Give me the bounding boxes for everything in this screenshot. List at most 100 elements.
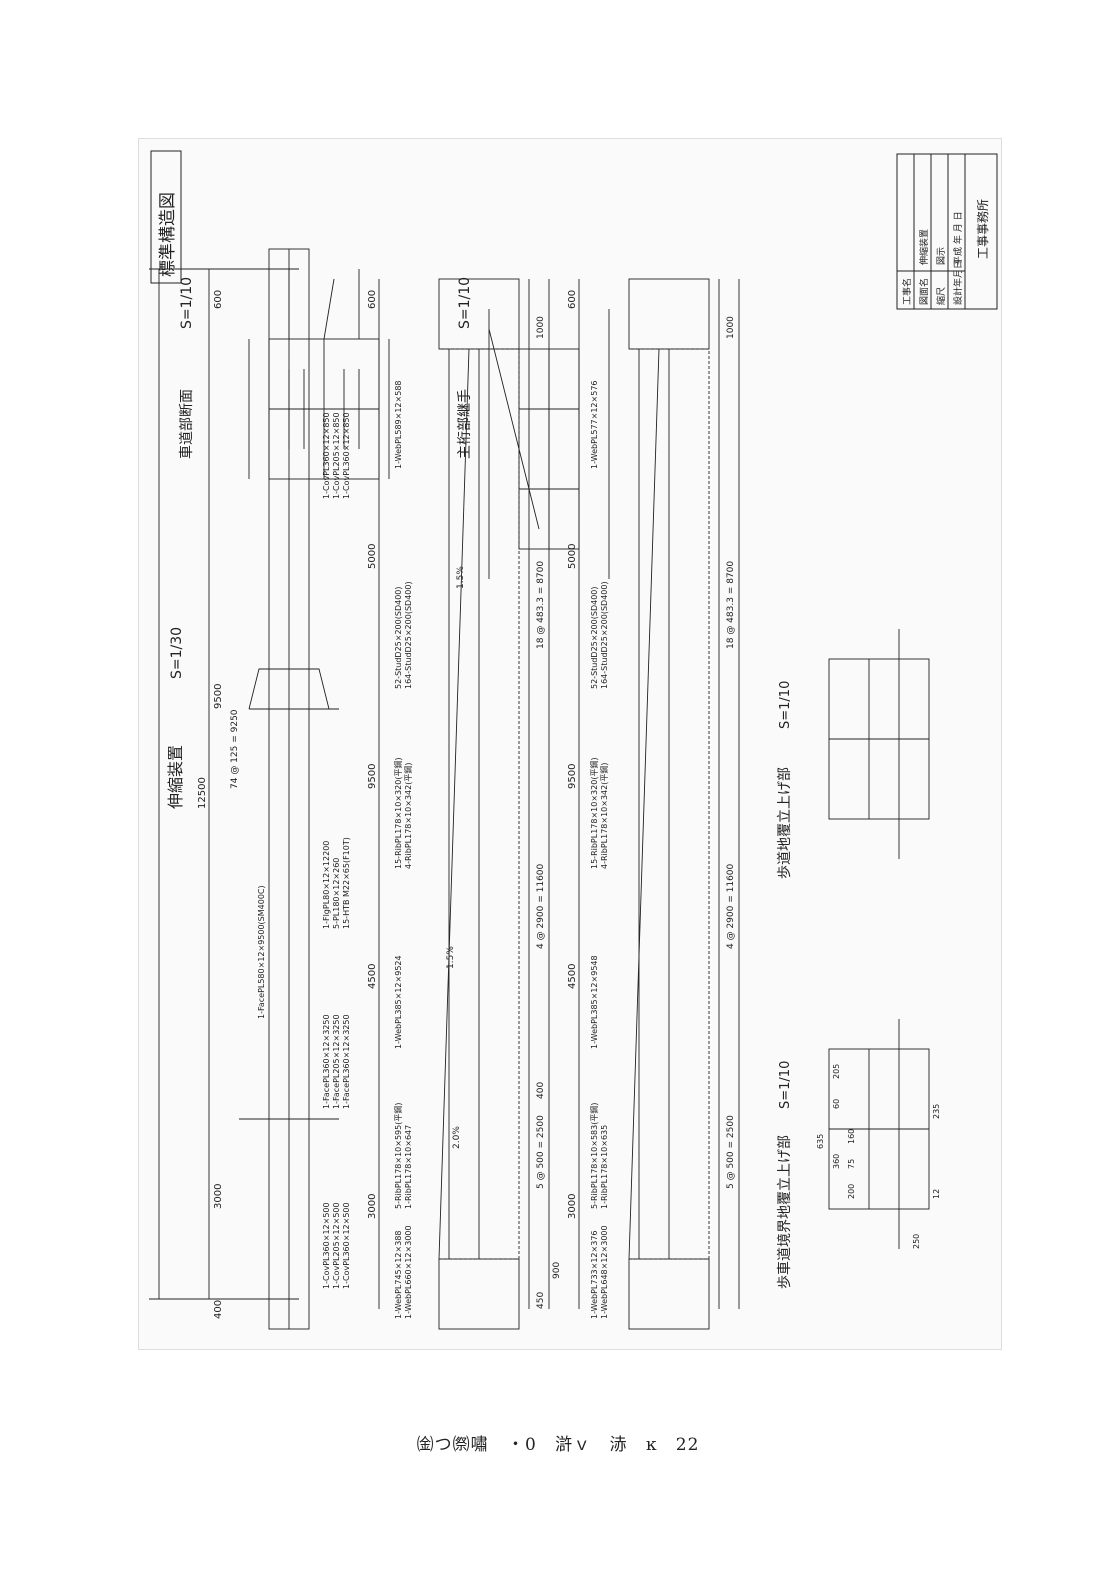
plan-pitch-dim: 74 @ 125 = 9250: [230, 709, 240, 789]
detail-dim-e: 205: [832, 1064, 841, 1079]
flg-note-2: 5-PL180×12×260: [332, 858, 341, 929]
elev1-note-7: 4-RibPL178×10×342(平鋼): [403, 763, 413, 869]
cov-right-1: 1-CovPL360×12×850: [322, 412, 331, 499]
plan-total-dim: 12500: [197, 777, 208, 809]
elev2-note-10: 1-WebPL577×12×576: [590, 381, 599, 470]
elev1-slope-3: 1.5%: [456, 566, 466, 589]
elevation-1: [378, 278, 550, 1330]
sidewalk-detail-drawing: [828, 629, 930, 859]
face-left-2: 1-FacePL205×12×3250: [332, 1014, 341, 1109]
title-block-row-4: 設計年月日: [952, 260, 964, 305]
elev2-dim-b: 9500: [567, 764, 578, 789]
cov-left-3: 1-CovPL360×12×500: [342, 1202, 351, 1289]
face-left-1: 1-FacePL360×12×3250: [322, 1014, 331, 1109]
sidewalk-title: 歩道地覆立上げ部: [777, 767, 793, 879]
title-block-value-3: 平成 年 月 日: [952, 211, 964, 265]
elev1-dim-a: 4500: [367, 964, 378, 989]
elev1-bottom-a: 5 @ 500 = 2500: [536, 1115, 546, 1189]
expansion-scale: S=1/30: [169, 627, 185, 679]
boundary-detail-drawing: [828, 1019, 930, 1249]
girder-joint-title: 主桁部継手: [457, 389, 473, 459]
detail-dim-j: 250: [912, 1234, 921, 1249]
page-number: 22: [675, 1435, 700, 1455]
elev2-bottom-b: 4 @ 2900 = 11600: [726, 863, 736, 949]
elev2-note-4: 1-RibPL178×10×635: [600, 1125, 609, 1209]
elev2-dim-a: 4500: [567, 964, 578, 989]
elev1-note-8: 52-StudD25×200(SD400): [394, 587, 403, 690]
cov-right-2: 1-CovPL205×12×850: [332, 412, 341, 499]
plan-left-dim: 3000: [213, 1184, 224, 1209]
elev1-bottom-e: 400: [536, 1082, 546, 1099]
elev1-bottom-c: 18 @ 483.3 = 8700: [536, 561, 546, 649]
drawing-svg: 標準構造図 車道部断面 S=1/10 主桁部継手 S=1/10 伸縮装置 S=1…: [149, 150, 998, 1330]
cov-right-3: 1-CovPL360×12×850: [342, 412, 351, 499]
detail-dim-c: 200: [847, 1184, 856, 1199]
elev1-bottom-g: 900: [552, 1262, 562, 1279]
elev1-note-2: 1-WebPL660×12×3000: [404, 1225, 413, 1319]
cov-left-2: 1-CovPL205×12×500: [332, 1202, 341, 1289]
elev1-slope-2: 1.5%: [446, 946, 456, 969]
elev1-dim-b: 9500: [367, 764, 378, 789]
elev2-note-8: 52-StudD25×200(SD400): [590, 587, 599, 690]
elev2-top-left-dim: 3000: [567, 1194, 578, 1219]
sidewalk-scale: S=1/10: [778, 681, 793, 729]
elevation-2: [578, 278, 740, 1330]
plan-right-dim: 600: [213, 290, 224, 309]
elev1-note-6: 15-RibPL178×10×320(平鋼): [393, 757, 403, 869]
title-stamp-box: [150, 150, 182, 284]
plan-left-end-dim: 400: [213, 1300, 224, 1319]
detail-dim-f: 75: [847, 1159, 856, 1169]
elev2-note-9: 164-StudD25×200(SD400): [600, 581, 609, 689]
flg-note-3: 15-HTB M22×65(F10T): [342, 837, 351, 929]
elev2-bottom-d: 1000: [726, 316, 736, 339]
detail-dim-d: 60: [832, 1099, 841, 1109]
elev2-note-2: 1-WebPL648×12×3000: [600, 1225, 609, 1319]
elev1-note-1: 1-WebPL745×12×388: [394, 1231, 403, 1320]
title-block-office: 工事事務所: [976, 199, 990, 259]
title-block-value-1: 伸縮装置: [918, 229, 930, 265]
elev2-note-6: 15-RibPL178×10×320(平鋼): [589, 757, 599, 869]
footer-token-4: 浾: [609, 1435, 628, 1455]
title-block: [896, 153, 998, 310]
title-block-row-2: 図面名: [918, 278, 930, 305]
elev2-bottom-a: 5 @ 500 = 2500: [726, 1115, 736, 1189]
elev1-bottom-b: 4 @ 2900 = 11600: [536, 863, 546, 949]
elev2-dim-d: 600: [567, 290, 578, 309]
elev2-note-7: 4-RibPL178×10×342(平鋼): [599, 763, 609, 869]
boundary-scale: S=1/10: [778, 1061, 793, 1109]
elev1-note-10: 1-WebPL589×12×588: [394, 381, 403, 470]
elev2-dim-c: 5000: [567, 544, 578, 569]
detail-dim-i: 235: [932, 1104, 941, 1119]
roadway-section-scale: S=1/10: [179, 277, 195, 329]
face-plate-note: 1-FacePL580×12×9500(SM400C): [257, 885, 266, 1019]
elev1-dim-c: 5000: [367, 544, 378, 569]
elev2-note-3: 5-RibPL178×10×583(平鋼): [589, 1103, 599, 1209]
expansion-title: 伸縮装置: [166, 745, 185, 809]
footer-token-5: ĸ: [646, 1435, 658, 1455]
elev2-bottom-c: 18 @ 483.3 = 8700: [726, 561, 736, 649]
plan-mid-dim: 9500: [213, 684, 224, 709]
flg-note-1: 1-FlgPL80×12×12200: [322, 841, 331, 929]
expansion-plan-view: [149, 248, 339, 1330]
elev1-bottom-d: 1000: [536, 316, 546, 339]
boundary-title: 歩車道境界地覆立上げ部: [776, 1135, 793, 1289]
elev2-note-5: 1-WebPL385×12×9548: [590, 955, 599, 1049]
detail-dim-h: 12: [932, 1189, 941, 1199]
footer-token-1: ㈮つ㉀嘯: [416, 1435, 489, 1455]
detail-dim-g: 160: [847, 1129, 856, 1144]
elev1-note-4: 1-RibPL178×10×647: [404, 1125, 413, 1209]
elev1-note-5: 1-WebPL385×12×9524: [394, 955, 403, 1049]
footer-token-2: ・0: [507, 1435, 537, 1455]
drawing-sheet: 標準構造図 車道部断面 S=1/10 主桁部継手 S=1/10 伸縮装置 S=1…: [138, 138, 1002, 1350]
title-block-row-1: 工事名: [901, 278, 913, 305]
elev1-dim-d: 600: [367, 290, 378, 309]
page-footer: ㈮つ㉀嘯 ・0 滸ｖ 浾 ĸ 22: [0, 1430, 1116, 1455]
detail-dim-a: 635: [816, 1134, 825, 1149]
girder-joint-scale: S=1/10: [457, 277, 473, 329]
title-block-row-3: 縮尺: [935, 287, 947, 305]
elev2-note-1: 1-WebPL733×12×376: [590, 1231, 599, 1320]
elev1-top-left-dim: 3000: [367, 1194, 378, 1219]
elev1-bottom-f: 450: [536, 1292, 546, 1309]
cov-left-1: 1-CovPL360×12×500: [322, 1202, 331, 1289]
